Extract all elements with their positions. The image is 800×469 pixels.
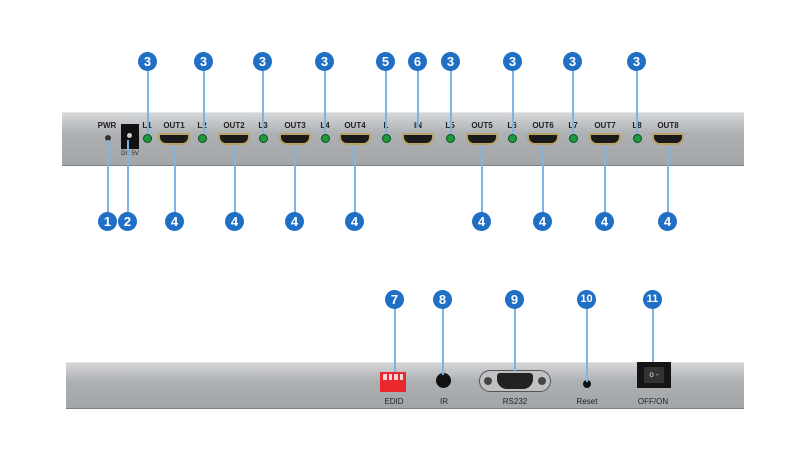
callout-line xyxy=(324,62,326,134)
rear-port-label: OFF/ON xyxy=(637,397,669,406)
callout-badge: 3 xyxy=(253,52,272,71)
port-label: OUT1 xyxy=(163,121,185,130)
status-led xyxy=(508,134,517,143)
port-label: OUT4 xyxy=(344,121,366,130)
callout-badge: 3 xyxy=(503,52,522,71)
callout-badge: 4 xyxy=(472,212,491,231)
callout-badge: 4 xyxy=(658,212,677,231)
hdmi-port xyxy=(402,133,434,145)
hdmi-port xyxy=(339,133,371,145)
callout-line xyxy=(174,146,176,222)
callout-badge: 3 xyxy=(563,52,582,71)
callout-badge: 11 xyxy=(643,290,662,309)
dc-power-jack xyxy=(121,124,139,149)
callout-badge: 3 xyxy=(315,52,334,71)
pwr-label: PWR xyxy=(97,121,117,130)
edid-dip-switch[interactable] xyxy=(380,372,406,392)
rear-port-label: Reset xyxy=(576,397,598,406)
callout-line xyxy=(512,62,514,134)
callout-badge: 7 xyxy=(385,290,404,309)
callout-line xyxy=(604,146,606,222)
status-led xyxy=(321,134,330,143)
callout-line xyxy=(442,300,444,375)
callout-badge: 3 xyxy=(441,52,460,71)
port-label: OUT8 xyxy=(657,121,679,130)
callout-badge: 5 xyxy=(376,52,395,71)
callout-line xyxy=(203,62,205,134)
status-led xyxy=(446,134,455,143)
callout-badge: 4 xyxy=(345,212,364,231)
callout-badge: 4 xyxy=(595,212,614,231)
port-label: OUT7 xyxy=(594,121,616,130)
status-led xyxy=(259,134,268,143)
callout-line xyxy=(514,300,516,372)
led-label: L2 xyxy=(197,121,207,130)
rs232-port xyxy=(479,370,551,392)
callout-badge: 8 xyxy=(433,290,452,309)
pwr-indicator xyxy=(105,135,111,141)
port-label: OUT6 xyxy=(532,121,554,130)
hdmi-port xyxy=(279,133,311,145)
status-led xyxy=(143,134,152,143)
status-led xyxy=(382,134,391,143)
callout-line xyxy=(147,62,149,134)
reset-button[interactable] xyxy=(583,380,591,388)
callout-badge: 6 xyxy=(408,52,427,71)
callout-line xyxy=(572,62,574,134)
callout-badge: 1 xyxy=(98,212,117,231)
hdmi-port xyxy=(527,133,559,145)
callout-line xyxy=(450,62,452,134)
callout-badge: 2 xyxy=(118,212,137,231)
port-label: OUT2 xyxy=(223,121,245,130)
hdmi-port xyxy=(466,133,498,145)
callout-line xyxy=(385,62,387,134)
rear-port-label: EDID xyxy=(384,397,404,406)
rear-port-label: RS232 xyxy=(502,397,528,406)
power-switch[interactable]: o - xyxy=(637,362,671,388)
hdmi-port xyxy=(589,133,621,145)
callout-badge: 4 xyxy=(225,212,244,231)
status-led xyxy=(633,134,642,143)
callout-badge: 10 xyxy=(577,290,596,309)
callout-badge: 3 xyxy=(627,52,646,71)
hdmi-port xyxy=(218,133,250,145)
callout-badge: 4 xyxy=(285,212,304,231)
status-led xyxy=(569,134,578,143)
callout-badge: 4 xyxy=(533,212,552,231)
port-label: OUT5 xyxy=(471,121,493,130)
hdmi-port xyxy=(652,133,684,145)
callout-line xyxy=(542,146,544,222)
callout-badge: 4 xyxy=(165,212,184,231)
callout-line xyxy=(652,300,654,362)
callout-line xyxy=(417,62,419,128)
port-label: OUT3 xyxy=(284,121,306,130)
callout-line xyxy=(234,146,236,222)
callout-line xyxy=(294,146,296,222)
hdmi-port xyxy=(158,133,190,145)
dc-label: DC 5V xyxy=(121,151,139,157)
callout-line xyxy=(481,146,483,222)
callout-badge: 3 xyxy=(138,52,157,71)
callout-badge: 3 xyxy=(194,52,213,71)
callout-line xyxy=(667,146,669,222)
callout-line xyxy=(586,300,588,382)
callout-line xyxy=(107,140,109,222)
rear-port-label: IR xyxy=(440,397,448,406)
callout-badge: 9 xyxy=(505,290,524,309)
callout-line xyxy=(262,62,264,134)
status-led xyxy=(198,134,207,143)
callout-line xyxy=(127,140,129,222)
callout-line xyxy=(394,300,396,372)
ir-jack xyxy=(436,373,451,388)
callout-line xyxy=(636,62,638,134)
callout-line xyxy=(354,146,356,222)
